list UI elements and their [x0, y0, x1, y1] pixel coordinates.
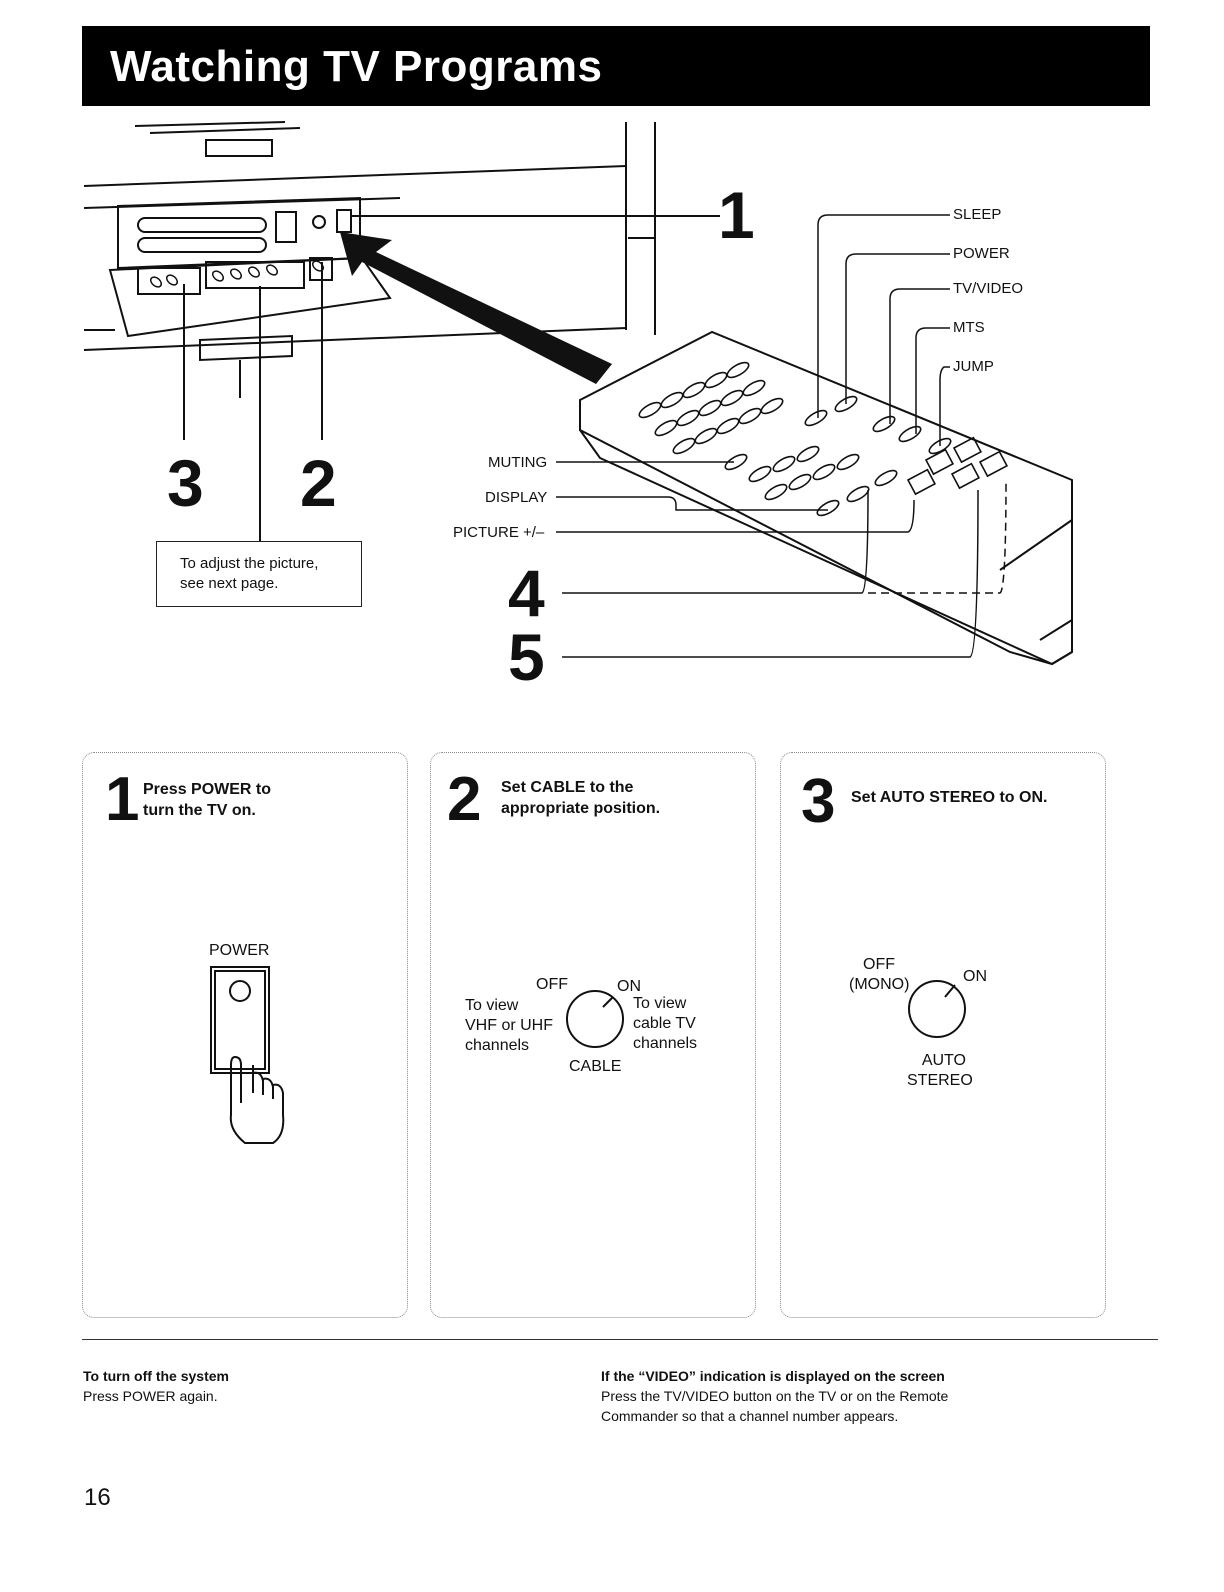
picture-note-box: To adjust the picture, see next page.	[156, 541, 362, 607]
mts-label: MTS	[953, 319, 985, 336]
step-1-text: Press POWER to turn the TV on.	[143, 779, 271, 821]
step-1-line2: turn the TV on.	[143, 802, 256, 819]
cable-on-desc-line1: To view	[633, 995, 687, 1012]
callout-2: 2	[300, 446, 337, 520]
remote-callout-lines	[556, 214, 1007, 658]
page-title: Watching TV Programs	[110, 42, 603, 91]
cable-on-description: To view cable TV channels	[633, 994, 697, 1054]
cable-off-description: To view VHF or UHF channels	[465, 996, 553, 1056]
turn-off-heading: To turn off the system	[83, 1368, 229, 1384]
cable-switch-knob	[566, 990, 624, 1048]
page-number: 16	[84, 1484, 111, 1511]
step-1-line1: Press POWER to	[143, 781, 272, 798]
cable-off-label: OFF	[536, 976, 568, 993]
picture-label: PICTURE +/–	[453, 524, 545, 541]
cable-off-desc-line1: To view	[465, 997, 519, 1014]
power-diagram-label: POWER	[209, 942, 270, 959]
step-3-number: 3	[801, 767, 836, 836]
display-label: DISPLAY	[485, 489, 548, 506]
tv-callout-lines	[183, 215, 720, 541]
tv-video-label: TV/VIDEO	[953, 280, 1024, 297]
video-indication-heading: If the “VIDEO” indication is displayed o…	[601, 1368, 945, 1384]
picture-note-line1: To adjust the picture,	[180, 555, 319, 572]
callout-4: 4	[508, 556, 545, 630]
callout-5: 5	[508, 620, 545, 694]
step-1-panel: 1 Press POWER to turn the TV on. POWER	[82, 752, 408, 1318]
sleep-label: SLEEP	[953, 206, 1002, 223]
video-indication-body: Press the TV/VIDEO button on the TV or o…	[601, 1386, 948, 1426]
auto-stereo-knob	[908, 980, 966, 1038]
muting-label: MUTING	[488, 454, 548, 471]
power-label: POWER	[953, 245, 1010, 262]
remote-commander	[579, 330, 1073, 666]
video-indication-body-line2: Commander so that a channel number appea…	[601, 1408, 899, 1424]
divider-rule	[82, 1339, 1158, 1340]
cable-off-desc-line3: channels	[465, 1037, 530, 1054]
turn-off-body: Press POWER again.	[83, 1388, 218, 1404]
cable-on-label: ON	[617, 978, 641, 995]
pointing-arrow	[340, 232, 612, 384]
callout-1: 1	[718, 178, 755, 252]
step-2-text: Set CABLE to the appropriate position.	[501, 777, 660, 819]
step-2-line2: appropriate position.	[501, 800, 661, 817]
step-2-number: 2	[447, 765, 482, 834]
step-2-panel: 2 Set CABLE to the appropriate position.…	[430, 752, 756, 1318]
video-indication-body-line1: Press the TV/VIDEO button on the TV or o…	[601, 1388, 949, 1404]
auto-stereo-knob-line1: AUTO	[921, 1052, 966, 1069]
auto-stereo-knob-label: AUTO STEREO	[907, 1051, 973, 1091]
header-bar	[82, 26, 1150, 106]
jump-label: JUMP	[953, 358, 994, 375]
auto-stereo-mono-label: (MONO)	[849, 976, 910, 993]
cable-on-desc-line3: channels	[633, 1035, 698, 1052]
auto-stereo-knob-line2: STEREO	[907, 1072, 973, 1089]
auto-stereo-off-label: OFF	[863, 956, 895, 973]
cable-knob-label: CABLE	[569, 1058, 622, 1075]
picture-note-line2: see next page.	[180, 575, 279, 592]
cable-off-desc-line2: VHF or UHF	[465, 1017, 553, 1034]
cable-on-desc-line2: cable TV	[633, 1015, 696, 1032]
tv-front-panel	[83, 121, 656, 398]
step-3-text: Set AUTO STEREO to ON.	[851, 789, 1048, 806]
step-3-panel: 3 Set AUTO STEREO to ON. OFF (MONO) ON A…	[780, 752, 1106, 1318]
tv-remote-illustration	[83, 121, 1073, 666]
auto-stereo-on-label: ON	[963, 968, 987, 985]
step-1-number: 1	[105, 765, 140, 834]
callout-3: 3	[167, 446, 204, 520]
step-2-line1: Set CABLE to the	[501, 779, 634, 796]
power-button-hand-illustration	[210, 966, 285, 1144]
